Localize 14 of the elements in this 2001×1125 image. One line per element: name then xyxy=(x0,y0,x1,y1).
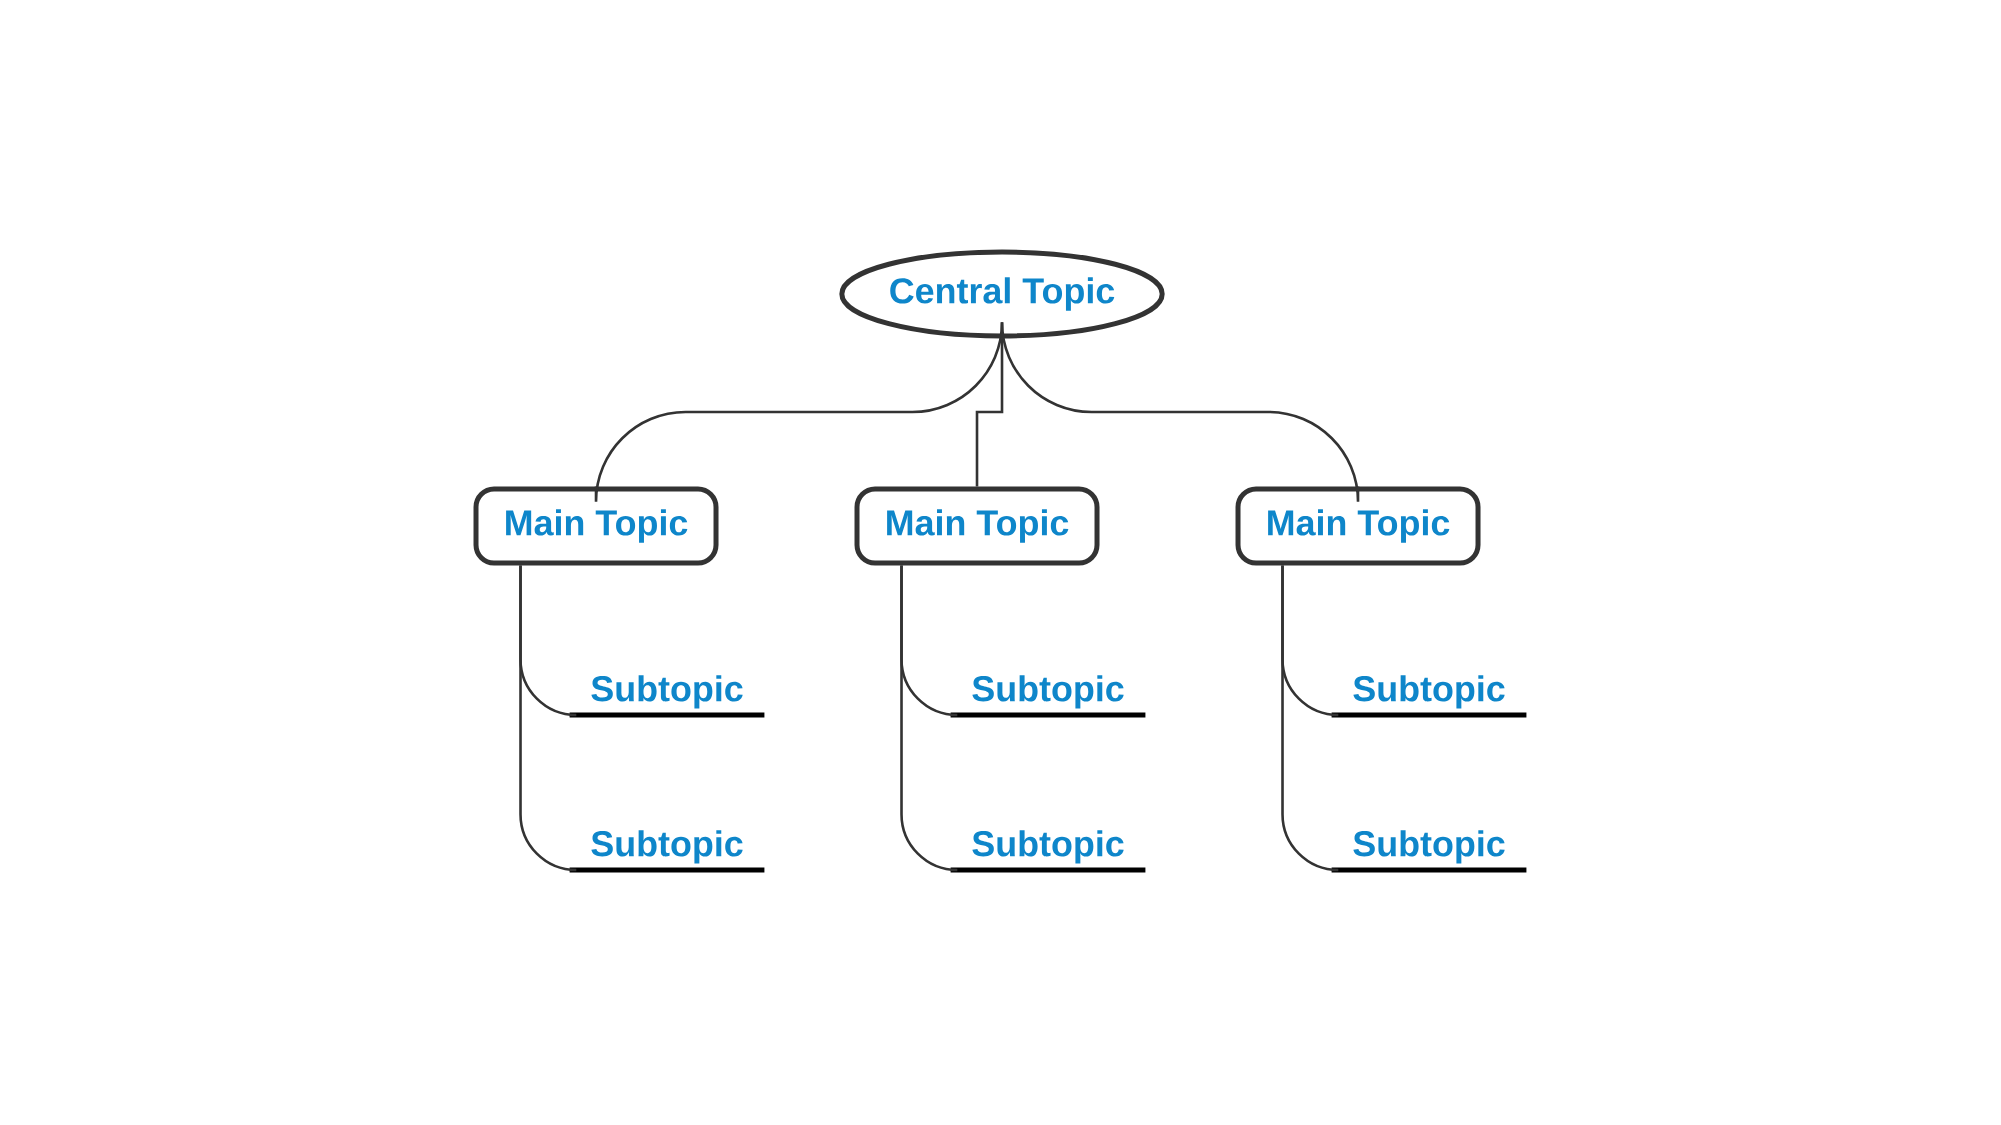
topic-box: Main Topic xyxy=(1235,486,1481,566)
subtopic: Subtopic xyxy=(591,675,743,709)
topic-box: Main Topic xyxy=(854,486,1100,566)
connector-line xyxy=(975,338,1004,487)
connector-line xyxy=(519,565,578,872)
subtopic: Subtopic xyxy=(1353,675,1505,709)
subtopic: Subtopic xyxy=(591,830,743,864)
subtopic: Subtopic xyxy=(972,830,1124,864)
topic-box: Main Topic xyxy=(473,486,719,566)
connector-line xyxy=(900,565,959,872)
subtopic: Subtopic xyxy=(1353,830,1505,864)
subtopic: Subtopic xyxy=(972,675,1124,709)
connector-line xyxy=(1281,565,1340,872)
connector-line xyxy=(1000,321,1360,503)
